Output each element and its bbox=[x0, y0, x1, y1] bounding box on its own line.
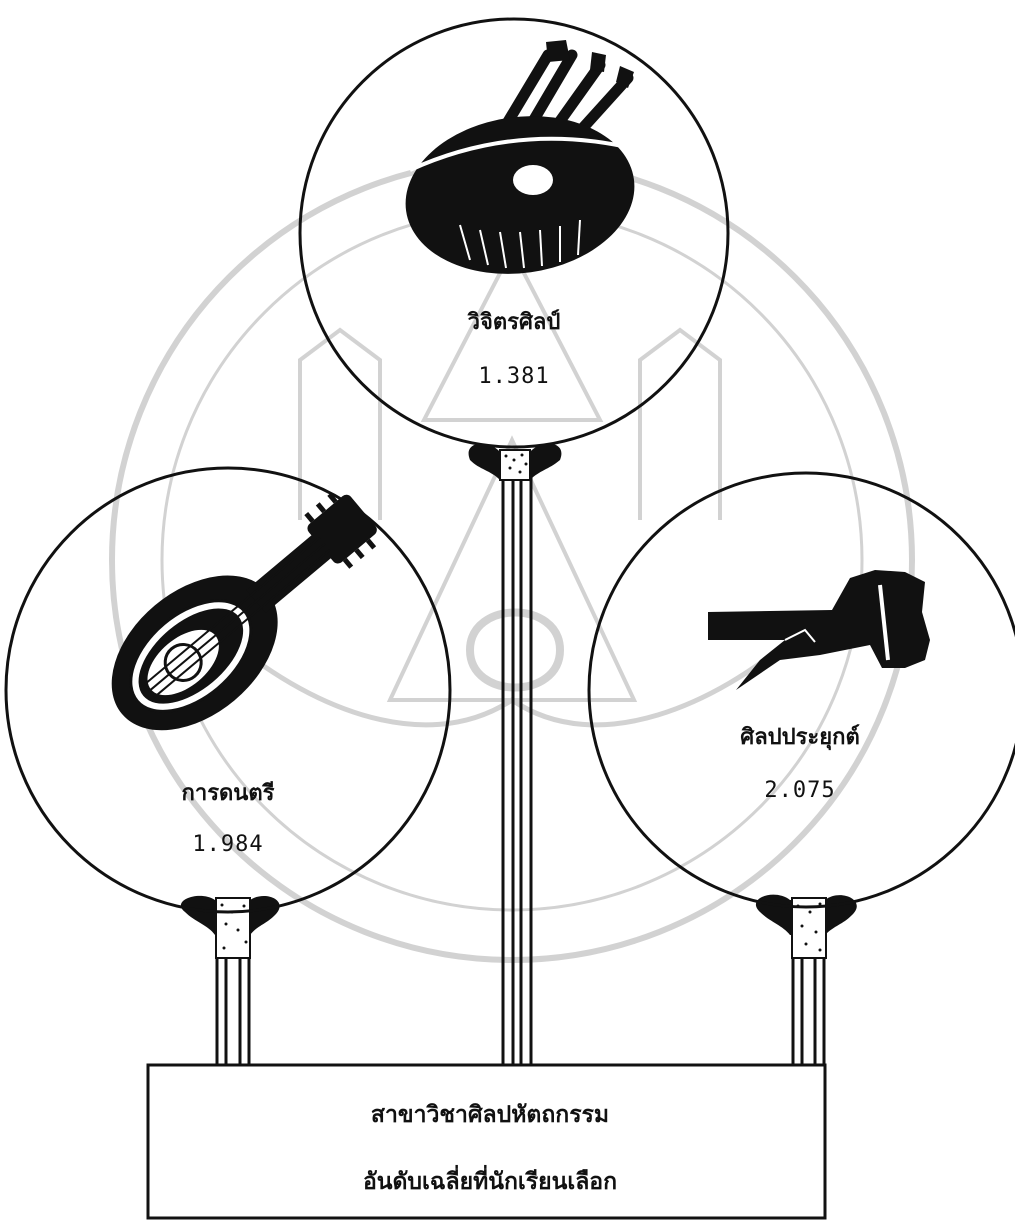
lute-icon bbox=[82, 464, 403, 761]
paintbrush-palette-icon bbox=[395, 40, 644, 288]
top-balloon-value: 1.381 bbox=[414, 364, 614, 389]
top-balloon-knot bbox=[469, 444, 562, 480]
top-balloon-label: วิจิตรศิลป์ bbox=[414, 304, 614, 339]
left-balloon-value: 1.984 bbox=[128, 832, 328, 857]
right-balloon-label: ศิลปประยุกต์ bbox=[690, 719, 910, 754]
left-balloon-knot bbox=[181, 896, 280, 958]
base-subtitle: อันดับเฉลี่ยที่นักเรียนเลือก bbox=[330, 1164, 650, 1200]
right-balloon bbox=[589, 473, 1015, 907]
right-balloon-value: 2.075 bbox=[690, 778, 910, 803]
left-balloon-label: การดนตรี bbox=[128, 775, 328, 810]
base-title: สาขาวิชาศิลปหัตถกรรม bbox=[340, 1097, 640, 1133]
top-balloon-stem bbox=[503, 475, 531, 1065]
